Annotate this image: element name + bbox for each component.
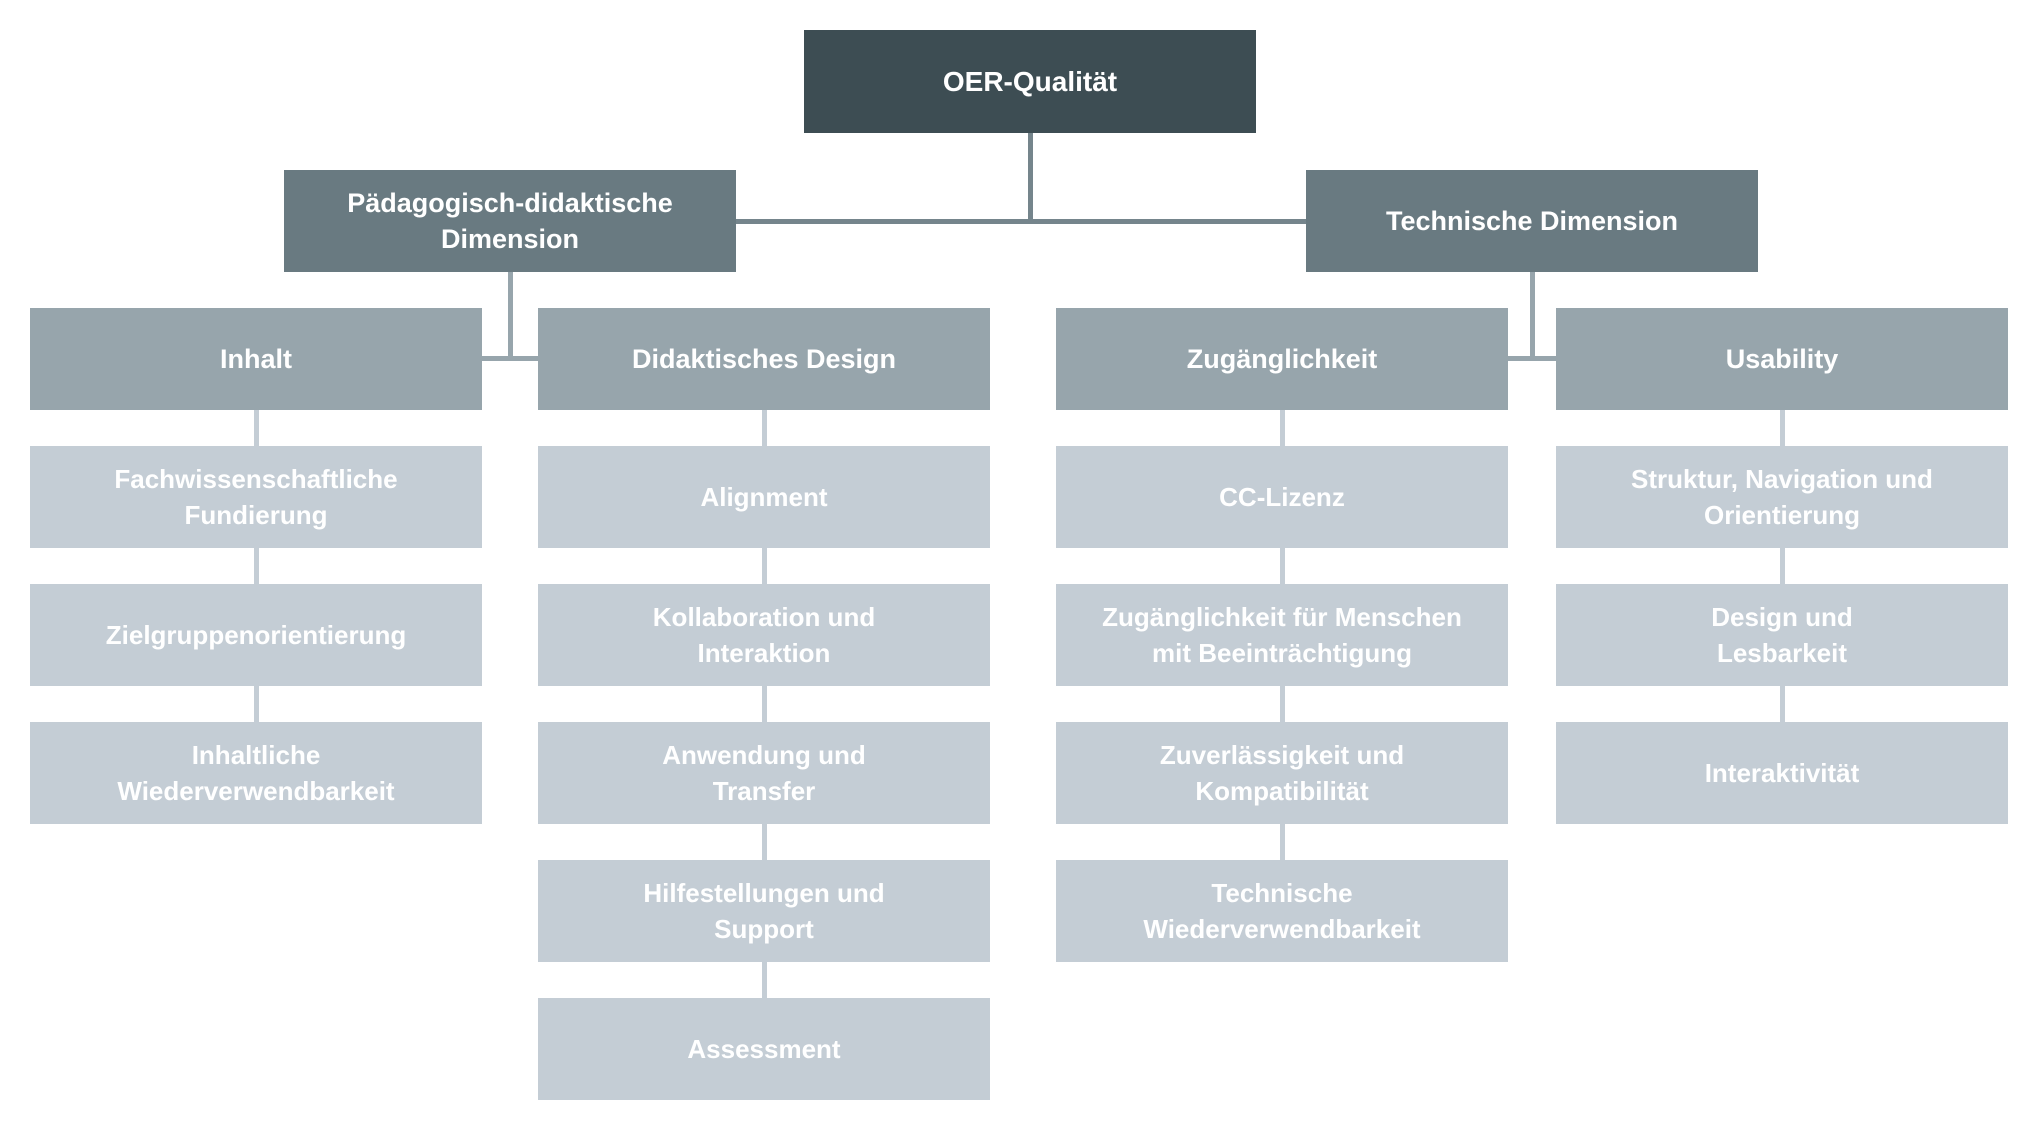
- connector-col3: [1280, 686, 1285, 722]
- connector-col3: [1280, 410, 1285, 446]
- connector-col2: [762, 410, 767, 446]
- node-leaf-cc-lizenz: CC-Lizenz: [1056, 446, 1508, 548]
- connector-col3: [1280, 548, 1285, 584]
- node-header-inhalt: Inhalt: [30, 308, 482, 410]
- node-leaf-alignment: Alignment: [538, 446, 990, 548]
- node-dimension-technisch: Technische Dimension: [1306, 170, 1758, 272]
- connector-col2: [762, 686, 767, 722]
- connector-col3: [1280, 824, 1285, 860]
- node-leaf-zuverlaessigkeit-kompatibilitaet: Zuverlässigkeit und Kompatibilität: [1056, 722, 1508, 824]
- node-header-usability: Usability: [1556, 308, 2008, 410]
- connector-col1: [254, 686, 259, 722]
- connector-col2: [762, 824, 767, 860]
- node-leaf-design-lesbarkeit: Design und Lesbarkeit: [1556, 584, 2008, 686]
- node-leaf-anwendung-transfer: Anwendung und Transfer: [538, 722, 990, 824]
- connector-dim2-vertical: [1530, 271, 1535, 361]
- node-leaf-zielgruppenorientierung: Zielgruppenorientierung: [30, 584, 482, 686]
- connector-root-horizontal: [736, 219, 1306, 224]
- connector-col1: [254, 410, 259, 446]
- node-leaf-zugaenglichkeit-beeintraechtigung: Zugänglichkeit für Menschen mit Beeinträ…: [1056, 584, 1508, 686]
- connector-col4: [1780, 410, 1785, 446]
- node-leaf-hilfestellungen-support: Hilfestellungen und Support: [538, 860, 990, 962]
- connector-col4: [1780, 686, 1785, 722]
- node-leaf-struktur-navigation-orientierung: Struktur, Navigation und Orientierung: [1556, 446, 2008, 548]
- connector-col4: [1780, 548, 1785, 584]
- node-leaf-fachwissenschaftliche-fundierung: Fachwissenschaftliche Fundierung: [30, 446, 482, 548]
- node-root-oer-qualitaet: OER-Qualität: [804, 30, 1256, 133]
- node-leaf-kollaboration-interaktion: Kollaboration und Interaktion: [538, 584, 990, 686]
- connector-col2: [762, 962, 767, 998]
- node-leaf-interaktivitaet: Interaktivität: [1556, 722, 2008, 824]
- node-leaf-technische-wiederverwendbarkeit: Technische Wiederverwendbarkeit: [1056, 860, 1508, 962]
- node-header-zugaenglichkeit: Zugänglichkeit: [1056, 308, 1508, 410]
- connector-col1: [254, 548, 259, 584]
- node-leaf-assessment: Assessment: [538, 998, 990, 1100]
- connector-root-vertical: [1028, 133, 1033, 224]
- node-leaf-inhaltliche-wiederverwendbarkeit: Inhaltliche Wiederverwendbarkeit: [30, 722, 482, 824]
- node-header-didaktisches-design: Didaktisches Design: [538, 308, 990, 410]
- node-dimension-paedagogisch-didaktisch: Pädagogisch-didaktische Dimension: [284, 170, 736, 272]
- connector-dim1-horizontal: [482, 356, 538, 361]
- connector-dim1-vertical: [508, 272, 513, 361]
- connector-dim2-horizontal: [1508, 356, 1556, 361]
- connector-col2: [762, 548, 767, 584]
